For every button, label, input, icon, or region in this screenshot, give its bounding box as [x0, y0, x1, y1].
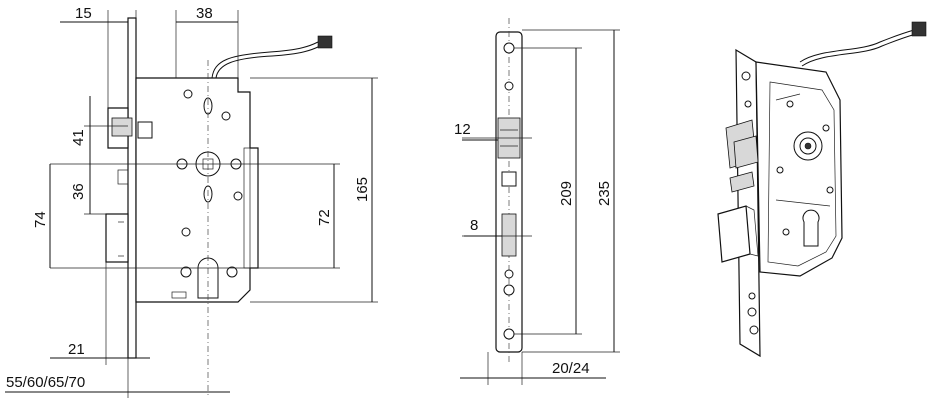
dim-21-label: 21	[68, 341, 85, 358]
side-connector	[317, 35, 333, 49]
dim-235-label: 235	[596, 181, 613, 206]
perspective-connector	[911, 21, 927, 37]
side-dead-bolt	[105, 213, 129, 263]
dim-faceplate-label: 20/24	[552, 360, 590, 377]
side-wire	[211, 41, 319, 79]
dim-36-label: 36	[70, 183, 87, 200]
dim-209-label: 209	[558, 181, 575, 206]
perspective-wire	[799, 29, 915, 63]
side-view: 15 38 41 36 74 72 165 21 55/60/65/70	[5, 5, 378, 398]
dim-41-label: 41	[70, 129, 87, 146]
front-view: 12 8 209 235 20/24	[454, 18, 620, 385]
dim-72-label: 72	[316, 209, 333, 226]
perspective-dead-bolt	[717, 205, 751, 263]
side-faceplate	[127, 17, 137, 359]
dim-12-label: 12	[454, 121, 471, 138]
dim-backset-label: 55/60/65/70	[6, 374, 85, 391]
dim-74-label: 74	[32, 211, 49, 228]
dim-165-label: 165	[354, 177, 371, 202]
side-lock-case	[135, 77, 259, 303]
dim-15-label: 15	[75, 5, 92, 22]
front-dead-bolt	[501, 213, 517, 257]
perspective-cylinder-cutout	[802, 209, 820, 247]
perspective-view	[717, 21, 927, 358]
dim-38-label: 38	[196, 5, 213, 22]
dim-8-label: 8	[470, 217, 478, 234]
perspective-case	[755, 61, 843, 277]
